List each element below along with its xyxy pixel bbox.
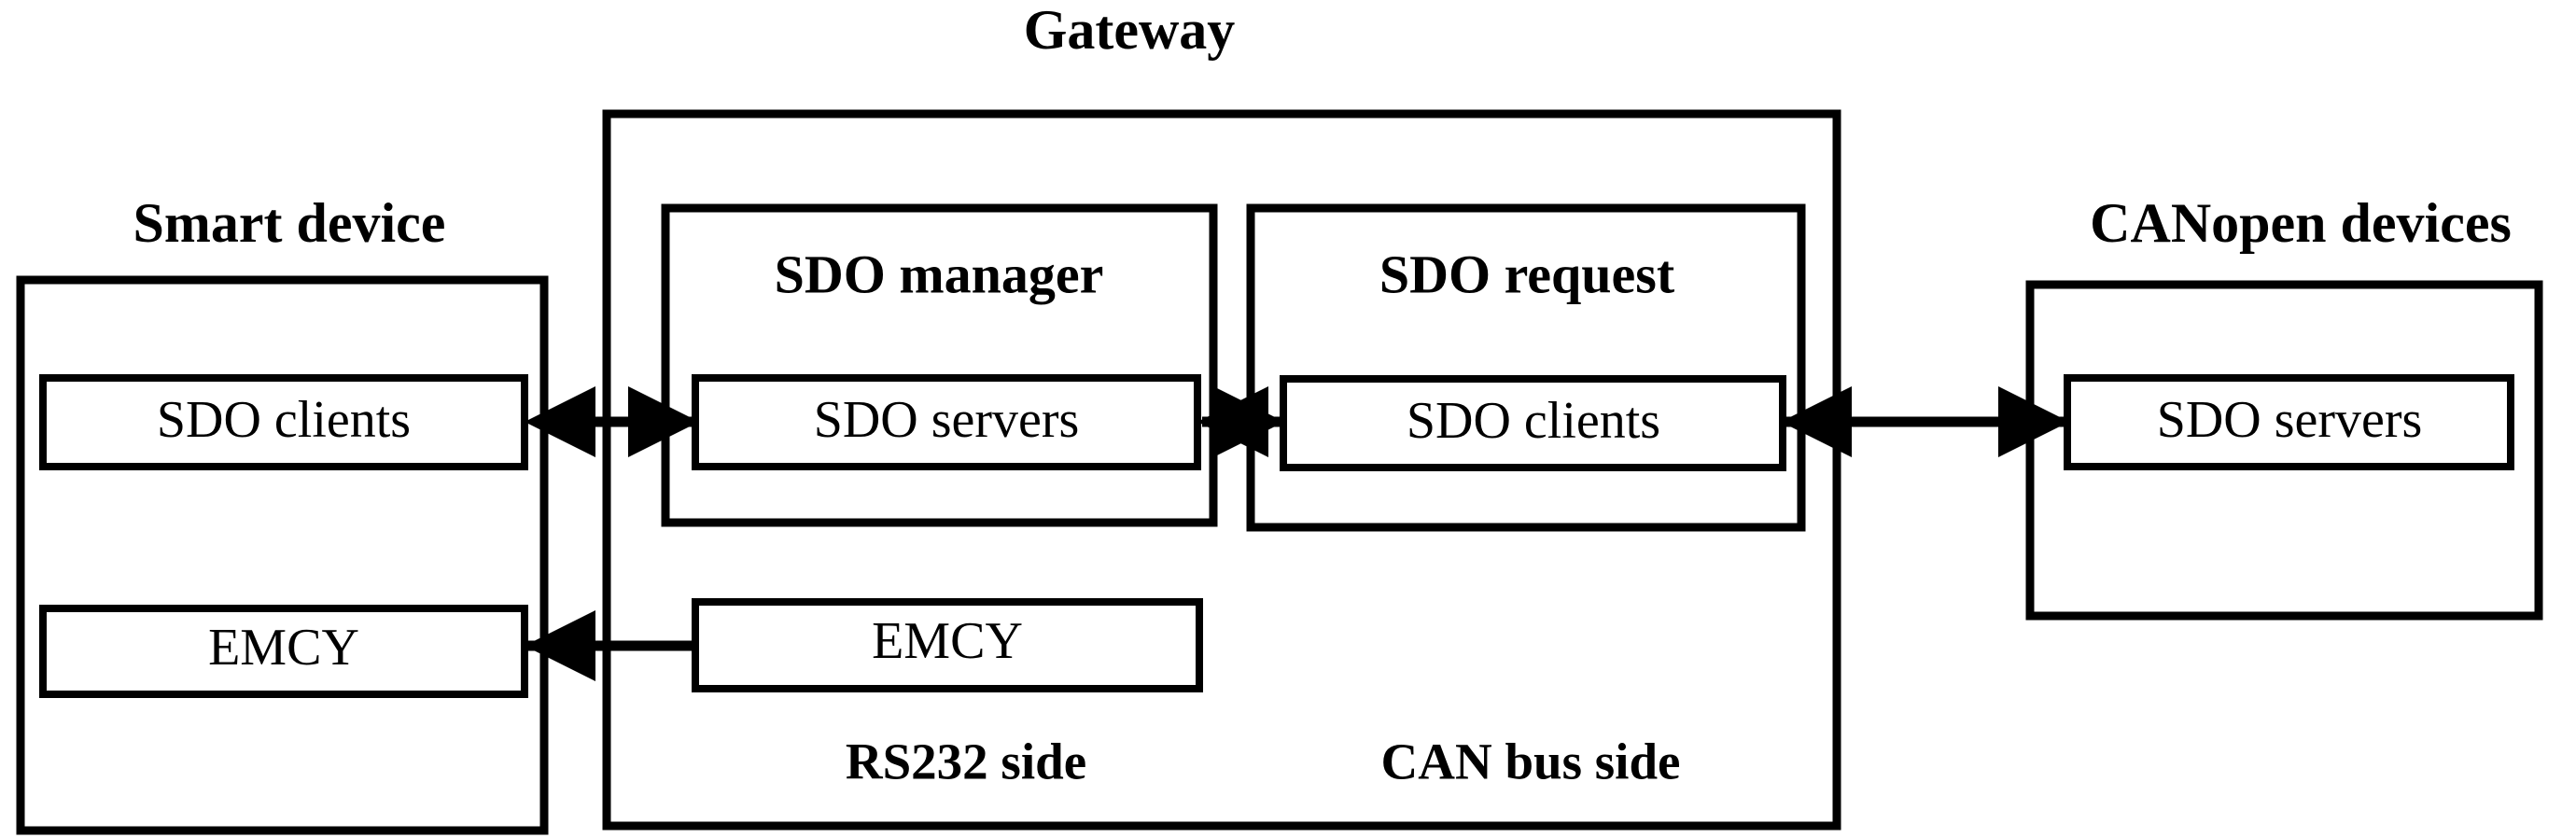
arrowhead-left-sdo-request xyxy=(1781,386,1852,457)
connection-sdo-request-to-canopen-devices xyxy=(1779,386,2070,457)
sdo-request-box xyxy=(1246,203,1806,532)
gateway-box xyxy=(602,109,1841,831)
sdo-manager-label: SDO manager xyxy=(775,244,1104,304)
smart-device-emcy-box xyxy=(39,605,528,698)
connection-smart-device-to-sdo-manager xyxy=(525,386,699,457)
sdo-request-sdo-clients-label: SDO clients xyxy=(1407,392,1660,450)
smart-device-box xyxy=(16,275,549,835)
canopen-devices-title-label: CANopen devices xyxy=(2090,192,2512,254)
connection-sdo-manager-to-sdo-request xyxy=(1197,386,1284,457)
smart-device-emcy-label: EMCY xyxy=(208,619,359,677)
arrowhead-left-smart-device xyxy=(525,386,595,457)
can-bus-side-label: CAN bus side xyxy=(1381,733,1681,790)
arrowhead-left-emcy xyxy=(525,610,595,681)
arrowhead-right-sdo-manager xyxy=(628,386,699,457)
sdo-manager-sdo-servers-label: SDO servers xyxy=(814,391,1080,449)
sdo-manager-box xyxy=(661,203,1218,527)
rs232-side-label: RS232 side xyxy=(846,733,1086,790)
gateway-group xyxy=(602,109,1841,831)
gateway-emcy-label: EMCY xyxy=(872,612,1023,670)
canopen-devices-sdo-servers-label: SDO servers xyxy=(2157,391,2423,449)
connection-gateway-emcy-to-smart-device-emcy xyxy=(525,610,698,681)
smart-device-group xyxy=(16,275,549,835)
canopen-devices-box xyxy=(2025,280,2543,621)
gateway-title-label: Gateway xyxy=(1024,0,1236,61)
arrowhead-right-canopen-devices xyxy=(1998,386,2069,457)
arrowhead-right-sdo-request xyxy=(1213,386,1284,457)
smart-device-title-label: Smart device xyxy=(133,192,446,254)
canopen-devices-group xyxy=(2025,280,2543,621)
smart-device-sdo-clients-box xyxy=(39,374,528,470)
smart-device-sdo-clients-label: SDO clients xyxy=(157,391,411,449)
sdo-request-label: SDO request xyxy=(1379,244,1675,304)
